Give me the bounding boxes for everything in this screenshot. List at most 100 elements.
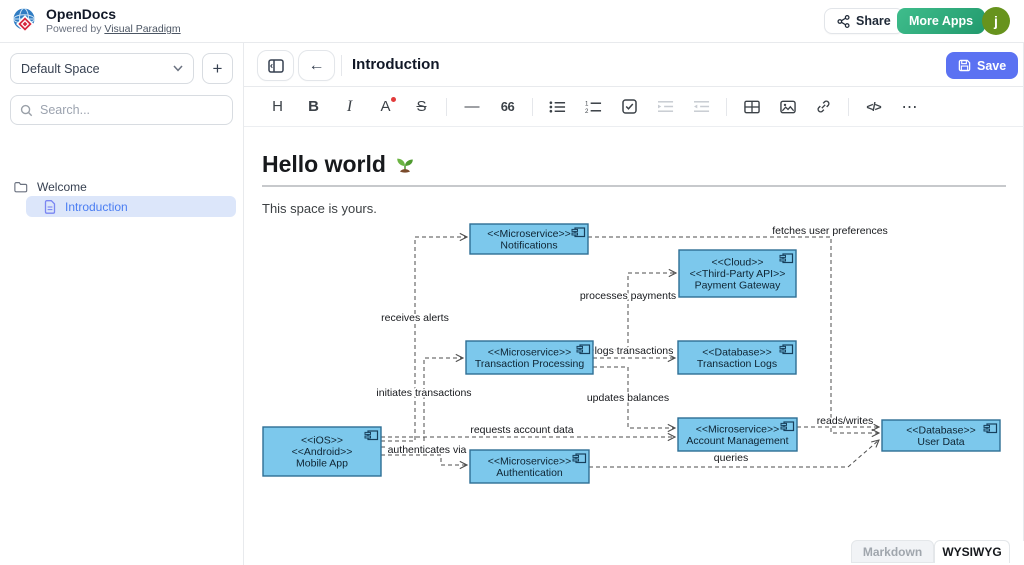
divider <box>341 55 342 76</box>
tab-markdown[interactable]: Markdown <box>851 540 934 563</box>
svg-text:<<Third-Party API>>: <<Third-Party API>> <box>690 268 786 280</box>
bullet-list-button[interactable] <box>546 95 569 119</box>
more-apps-button[interactable]: More Apps <box>897 8 985 34</box>
node-authentication[interactable]: <<Microservice>>Authentication <box>470 450 589 483</box>
edge-label-updates-balances: updates balances <box>587 392 669 404</box>
svg-text:User Data: User Data <box>917 436 964 448</box>
edge-processes-payments <box>593 273 676 350</box>
node-transaction-logs[interactable]: <<Database>>Transaction Logs <box>678 341 796 374</box>
blockquote-button[interactable]: 66 <box>496 95 519 119</box>
svg-text:<<iOS>>: <<iOS>> <box>301 435 343 447</box>
component-diagram: <<Microservice>>Notifications<<Cloud>><<… <box>250 218 1014 505</box>
edge-label-initiates-transactions: initiates transactions <box>376 387 471 399</box>
link-icon <box>816 99 831 114</box>
italic-button[interactable]: I <box>338 95 361 119</box>
indent-icon <box>658 100 674 113</box>
insert-image-button[interactable] <box>776 95 799 119</box>
image-icon <box>780 100 796 114</box>
seedling-icon <box>394 154 416 176</box>
space-selector[interactable]: Default Space <box>10 53 194 84</box>
code-block-button[interactable]: </> <box>862 95 885 119</box>
node-account-management[interactable]: <<Microservice>>Account Management <box>678 418 797 451</box>
share-icon <box>837 15 850 28</box>
indent-button[interactable] <box>654 95 677 119</box>
doc-paragraph: This space is yours. <box>262 201 377 216</box>
node-notifications[interactable]: <<Microservice>>Notifications <box>470 224 588 254</box>
svg-text:<<Microservice>>: <<Microservice>> <box>488 455 571 467</box>
panel-collapse-icon <box>268 59 284 73</box>
tab-wysiwyg[interactable]: WYSIWYG <box>934 540 1010 563</box>
node-mobile-app[interactable]: <<iOS>><<Android>>Mobile App <box>263 427 381 476</box>
chevron-down-icon <box>173 65 183 72</box>
strikethrough-button[interactable]: S <box>410 95 433 119</box>
divider <box>446 98 447 116</box>
edge-label-logs-transactions: logs transactions <box>595 345 674 357</box>
folder-icon <box>14 181 28 193</box>
more-options-button[interactable]: ⋯ <box>898 95 921 119</box>
svg-text:Authentication: Authentication <box>496 467 563 479</box>
share-button[interactable]: Share <box>824 8 904 34</box>
document-icon <box>44 200 56 214</box>
svg-text:<<Database>>: <<Database>> <box>906 424 975 436</box>
search-input[interactable] <box>40 103 223 117</box>
svg-text:<<Microservice>>: <<Microservice>> <box>696 423 779 435</box>
visual-paradigm-link[interactable]: Visual Paradigm <box>104 23 180 35</box>
sidebar: Default Space + Welcome Introduction <box>0 43 244 565</box>
search-icon <box>20 104 33 117</box>
edge-label-authenticates-via: authenticates via <box>388 444 467 456</box>
outdent-button[interactable] <box>690 95 713 119</box>
powered-by: Powered by Visual Paradigm <box>46 23 181 35</box>
svg-text:Account Management: Account Management <box>686 435 788 447</box>
app-header: OpenDocs Powered by Visual Paradigm Shar… <box>0 0 1024 43</box>
task-list-button[interactable] <box>618 95 641 119</box>
add-space-button[interactable]: + <box>202 53 233 84</box>
edge-initiates-transactions <box>381 358 463 447</box>
visual-paradigm-logo-icon <box>10 7 40 37</box>
numbered-list-button[interactable]: 1 2 <box>582 95 605 119</box>
space-selector-value: Default Space <box>21 62 173 76</box>
node-payment-gateway[interactable]: <<Cloud>><<Third-Party API>>Payment Gate… <box>679 250 796 297</box>
edge-label-receives-alerts: receives alerts <box>381 312 449 324</box>
svg-text:Transaction Logs: Transaction Logs <box>697 358 777 370</box>
divider <box>848 98 849 116</box>
node-transaction-processing[interactable]: <<Microservice>>Transaction Processing <box>466 341 593 374</box>
svg-text:Mobile App: Mobile App <box>296 458 348 470</box>
editor-content[interactable]: Hello world This space is yours. <<Micro… <box>244 127 1024 541</box>
svg-text:1: 1 <box>585 100 589 107</box>
avatar[interactable]: j <box>982 7 1010 35</box>
svg-text:2: 2 <box>585 108 589 114</box>
search-box[interactable] <box>10 95 233 125</box>
save-button[interactable]: Save <box>946 52 1018 79</box>
insert-link-button[interactable] <box>812 95 835 119</box>
sidebar-item-label: Introduction <box>65 200 128 214</box>
task-list-icon <box>622 99 637 114</box>
page-title: Introduction <box>352 56 439 73</box>
back-arrow-icon: ← <box>309 57 325 75</box>
doc-heading: Hello world <box>262 151 416 178</box>
sidebar-item-welcome[interactable]: Welcome <box>14 177 224 197</box>
back-button[interactable]: ← <box>298 50 335 81</box>
svg-text:<<Cloud>>: <<Cloud>> <box>712 257 764 269</box>
node-user-data[interactable]: <<Database>>User Data <box>882 420 1000 451</box>
horizontal-rule <box>262 185 1006 187</box>
svg-text:<<Microservice>>: <<Microservice>> <box>487 228 570 240</box>
svg-text:<<Microservice>>: <<Microservice>> <box>488 346 571 358</box>
format-toolbar: H B I A S — 66 1 2 <box>244 87 1024 127</box>
font-color-button[interactable]: A <box>374 95 397 119</box>
edge-label-processes-payments: processes payments <box>580 290 676 302</box>
toggle-sidebar-button[interactable] <box>257 50 294 81</box>
horizontal-rule-button[interactable]: — <box>460 95 483 119</box>
numbered-list-icon: 1 2 <box>585 100 602 114</box>
sidebar-item-introduction[interactable]: Introduction <box>26 196 236 217</box>
insert-table-button[interactable] <box>740 95 763 119</box>
edge-label-fetches-user-preferences: fetches user preferences <box>772 225 888 237</box>
svg-text:Payment Gateway: Payment Gateway <box>695 280 782 292</box>
heading-button[interactable]: H <box>266 95 289 119</box>
svg-text:Notifications: Notifications <box>500 239 557 251</box>
edge-label-queries: queries <box>714 452 748 464</box>
bold-button[interactable]: B <box>302 95 325 119</box>
doc-topbar: ← Introduction Save <box>244 43 1024 87</box>
edge-label-requests-account-data: requests account data <box>470 424 573 436</box>
table-icon <box>744 100 760 114</box>
divider <box>532 98 533 116</box>
